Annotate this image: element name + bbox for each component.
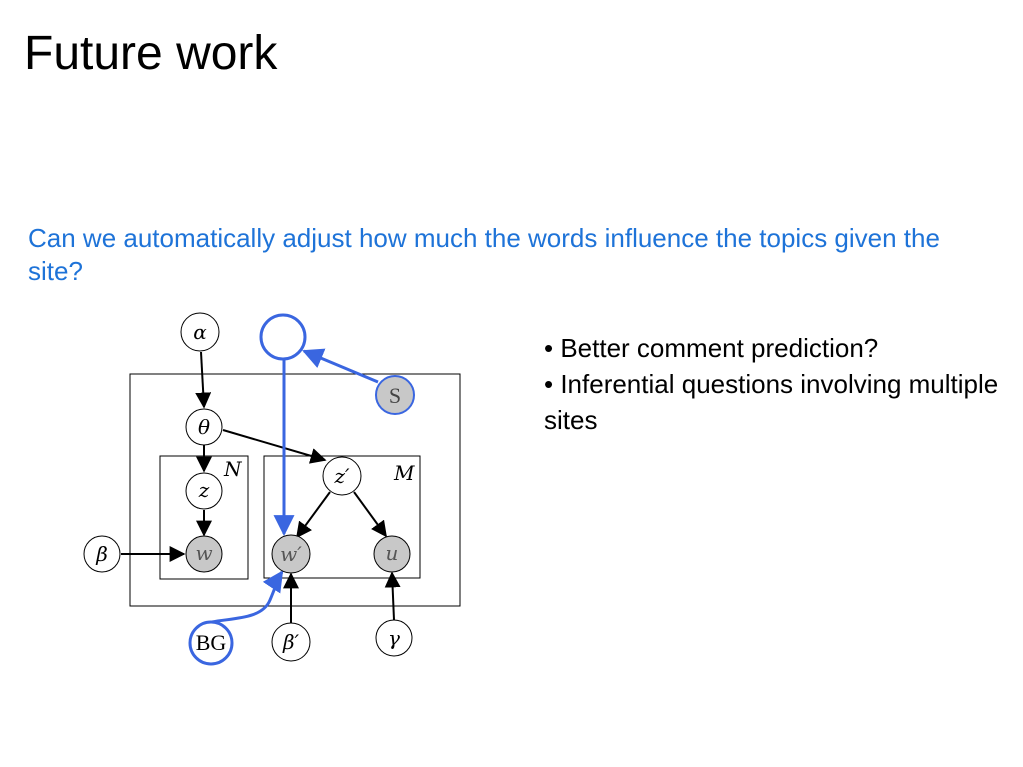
edge-alpha-theta	[195, 351, 212, 409]
edge-zprime-u	[353, 491, 387, 538]
node-beta: β	[83, 535, 121, 573]
node-theta: θ	[185, 408, 223, 446]
node-gamma: γ	[375, 619, 413, 657]
node-bg-label: BG	[196, 630, 227, 655]
node-wprime: w′	[271, 534, 311, 574]
node-alpha: α	[180, 312, 220, 352]
edge-bg-wprime	[211, 570, 284, 624]
edge-s-switch	[302, 348, 379, 384]
plate-n-label: N	[223, 457, 243, 481]
node-s-label: S	[389, 383, 401, 408]
edge-gamma-u	[384, 571, 401, 621]
node-zprime-label: z′	[333, 464, 350, 488]
plate-m	[263, 455, 421, 579]
node-wprime-label: w′	[280, 542, 302, 566]
node-s: S	[375, 375, 415, 415]
node-betaprime-label: β′	[282, 630, 300, 654]
node-w-label: w	[195, 541, 212, 565]
node-zprime: z′	[322, 456, 362, 496]
node-u-label: u	[386, 541, 399, 565]
node-bg: BG	[188, 620, 234, 666]
node-betaprime: β′	[271, 622, 311, 662]
outer-plate	[129, 373, 461, 607]
edge-theta-zprime	[222, 429, 327, 464]
node-z-label: z	[198, 478, 210, 502]
node-alpha-label: α	[193, 320, 207, 344]
node-switch	[259, 313, 307, 361]
slide-title: Future work	[24, 27, 278, 80]
plate-m-label: M	[393, 461, 415, 485]
node-u: u	[373, 535, 411, 573]
node-gamma-label: γ	[388, 626, 400, 650]
node-theta-label: θ	[198, 415, 210, 439]
node-z: z	[185, 472, 223, 510]
node-beta-label: β	[95, 542, 108, 566]
edge-zprime-wprime	[296, 491, 331, 539]
question-text: Can we automatically adjust how much the…	[28, 223, 940, 286]
node-w: w	[185, 535, 223, 573]
bullet-item: • Better comment prediction?	[544, 333, 879, 363]
bullet-list: • Better comment prediction? • Inferenti…	[544, 330, 1004, 438]
bullet-item: • Inferential questions involving multip…	[544, 369, 999, 435]
